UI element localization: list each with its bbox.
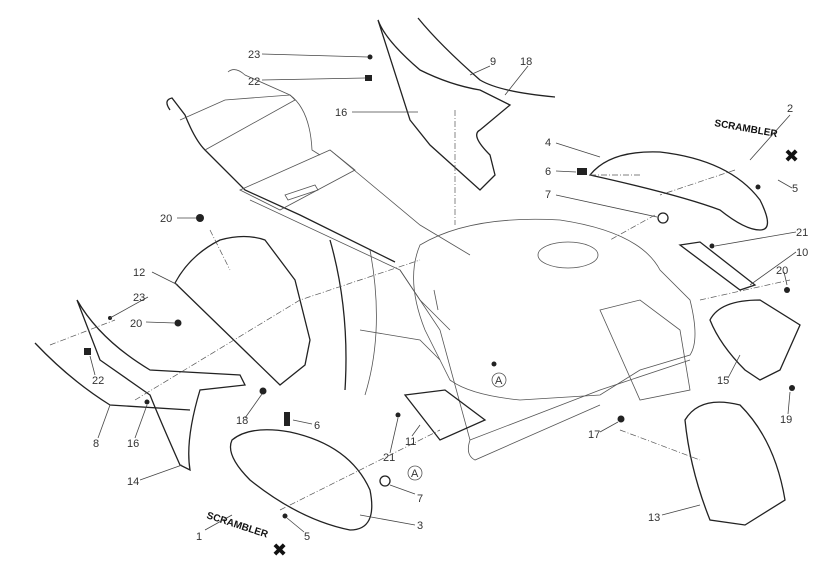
decal-left: SCRAMBLER ✖: [205, 510, 287, 561]
callout-20: 20: [130, 318, 142, 330]
callout-10: 10: [796, 247, 808, 259]
callout-13: 13: [648, 512, 660, 524]
x-logo-icon: ✖: [272, 540, 287, 561]
callout-9: 9: [490, 56, 496, 68]
callout-6: 6: [545, 166, 551, 178]
callout-14: 14: [127, 476, 139, 488]
callout-21: 21: [383, 452, 395, 464]
tank-cover-right-4: [588, 151, 769, 231]
reference-markers: A A: [407, 372, 507, 481]
callout-labels: 23 22 16 9 18 2 4 6 5 7 20 21 10 12 20 2…: [92, 49, 808, 543]
side-cover-upper-16: [377, 19, 512, 191]
bracket-11: [403, 389, 487, 441]
ref-marker-a: A: [411, 468, 419, 480]
callout-21: 21: [796, 227, 808, 239]
rear-subframe: [166, 69, 471, 331]
callout-20: 20: [160, 213, 172, 225]
tank-cover-left-3: [229, 429, 373, 531]
callout-6: 6: [314, 420, 320, 432]
callout-12: 12: [133, 267, 145, 279]
callout-22: 22: [248, 76, 260, 88]
decal-right: SCRAMBLER ✖: [713, 118, 799, 167]
trim-strip-9: [417, 17, 556, 98]
callout-1: 1: [196, 531, 202, 543]
callout-20: 20: [776, 265, 788, 277]
side-panel-12: [174, 235, 311, 386]
callout-8: 8: [93, 438, 99, 450]
callout-7: 7: [417, 493, 423, 505]
bracket-10: [678, 241, 757, 291]
callout-17: 17: [588, 429, 600, 441]
lower-cover-13: [684, 401, 786, 526]
fasteners: [84, 54, 795, 519]
x-logo-icon: ✖: [784, 146, 799, 167]
callout-4: 4: [545, 137, 551, 149]
decal-right-text: SCRAMBLER: [713, 118, 779, 140]
callout-11: 11: [405, 436, 416, 448]
callout-5: 5: [304, 531, 310, 543]
callout-15: 15: [717, 375, 729, 387]
callout-18: 18: [520, 56, 532, 68]
side-cover-left-14: [76, 299, 246, 472]
decal-left-text: SCRAMBLER: [205, 510, 270, 540]
callout-19: 19: [780, 414, 792, 426]
callout-23: 23: [248, 49, 260, 61]
callout-5: 5: [792, 183, 798, 195]
fuel-tank: [413, 218, 696, 401]
trim-strip-8: [34, 342, 191, 411]
callout-16: 16: [335, 107, 347, 119]
assembly-lines: [49, 110, 791, 511]
main-frame: [329, 239, 691, 461]
callout-16: 16: [127, 438, 139, 450]
callout-7: 7: [545, 189, 551, 201]
callout-3: 3: [417, 520, 423, 532]
callout-23: 23: [133, 292, 145, 304]
callout-18: 18: [236, 415, 248, 427]
callout-2: 2: [787, 103, 793, 115]
callout-22: 22: [92, 375, 104, 387]
leader-lines: [89, 53, 797, 533]
ref-marker-a: A: [495, 375, 503, 387]
lamp-15: [709, 299, 801, 381]
